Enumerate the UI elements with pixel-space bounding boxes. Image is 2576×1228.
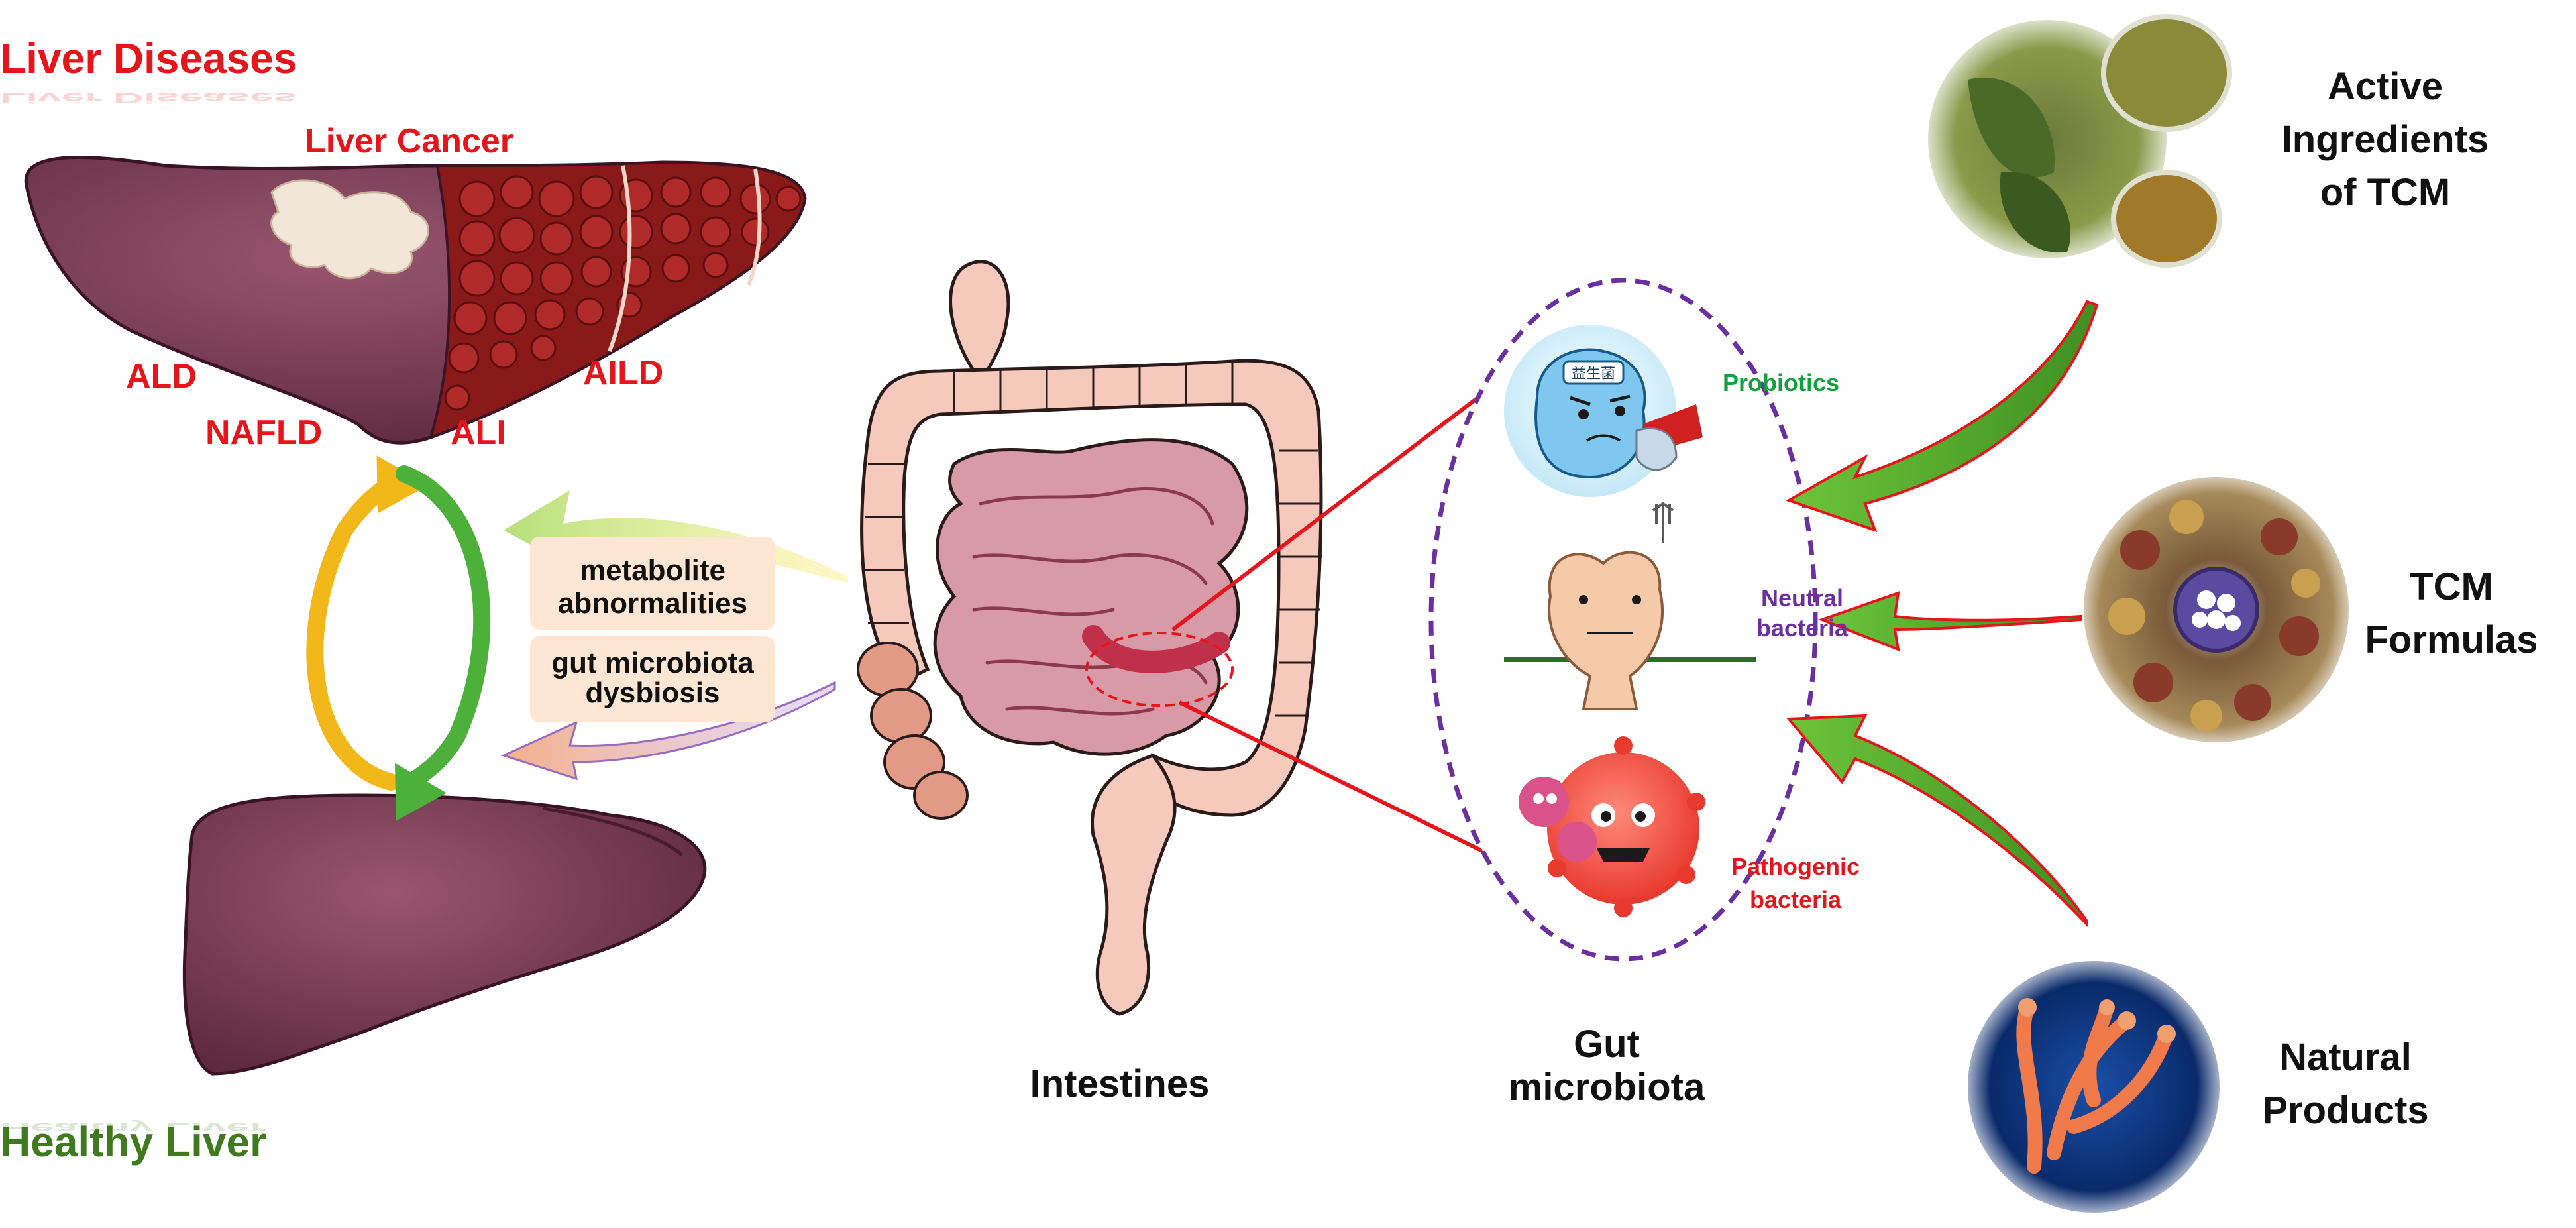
tcm-formulas-label-line2: Formulas [2365, 618, 2538, 661]
tumor-patch [270, 179, 429, 280]
yellow-cycle-arrow [306, 475, 400, 791]
neutral-bacteria-label-line2: bacteria [1756, 614, 1849, 642]
gut-microbiota-label-line1: Gut [1574, 1023, 1640, 1066]
probiotic-character: 益生菌 [1504, 325, 1703, 497]
dysbiosis-box [530, 636, 775, 722]
intestines-illustration [857, 260, 1323, 1016]
tcm-formulas-label-line1: TCM [2410, 565, 2493, 608]
metabolite-label-line2: abnormalities [558, 587, 747, 620]
zoom-connector-bottom [1178, 700, 1505, 864]
intestines-label: Intestines [1030, 1062, 1210, 1105]
active-ingredients-arrow [1786, 300, 2099, 533]
liver-diseases-title: Liver Diseases [0, 34, 297, 82]
neutral-bacteria-label-line1: Neutral [1761, 585, 1843, 612]
diseased-liver [24, 156, 807, 445]
tcm-formulas-arrow [1818, 591, 2082, 652]
healthy-liver-title-reflection: Healthy Liver [0, 1119, 266, 1136]
aild-label: AILD [583, 354, 663, 392]
dysbiosis-label-line2: dysbiosis [586, 677, 720, 709]
tcm-formulas-image [2084, 477, 2349, 742]
healthy-liver [182, 793, 707, 1076]
healthy-liver-title: Healthy Liver [0, 1118, 266, 1166]
labels: Liver Diseases Liver Diseases Liver Canc… [0, 34, 2538, 1166]
pathogenic-bacteria-character [1519, 736, 1705, 917]
active-ingredients-label-line1: Active [2328, 65, 2443, 108]
metabolite-label-line1: metabolite [580, 554, 725, 586]
natural-products-arrow [1786, 714, 2088, 928]
natural-products-label-line1: Natural [2279, 1036, 2412, 1079]
natural-products-image [1968, 961, 2220, 1213]
ali-label: ALI [451, 414, 506, 452]
gut-microbiota-label-line2: microbiota [1509, 1066, 1705, 1109]
active-ingredients-image [1928, 14, 2232, 268]
liver-cancer-label: Liver Cancer [305, 122, 513, 160]
active-ingredients-label-line2: Ingredients [2282, 118, 2489, 161]
ald-label: ALD [126, 357, 197, 396]
pathogenic-bacteria-label-line2: bacteria [1750, 886, 1842, 913]
metabolite-box [530, 537, 775, 630]
active-ingredients-label-line3: of TCM [2320, 171, 2451, 214]
dysbiosis-label-line1: gut microbiota [551, 647, 754, 679]
nafld-label: NAFLD [205, 414, 322, 452]
zoom-connector-top [1171, 376, 1505, 632]
green-cycle-arrow [396, 465, 491, 791]
cycle-arrows [306, 455, 491, 821]
probiotics-label: Probiotics [1723, 369, 1839, 396]
neutral-bacteria-character [1504, 502, 1756, 710]
zoom-highlight-ring [1085, 632, 1234, 707]
pathogenic-bacteria-label-line1: Pathogenic [1731, 853, 1860, 880]
liver-diseases-title-reflection: Liver Diseases [0, 90, 297, 107]
natural-products-label-line2: Products [2262, 1089, 2428, 1132]
probiotic-badge: 益生菌 [1572, 366, 1615, 382]
